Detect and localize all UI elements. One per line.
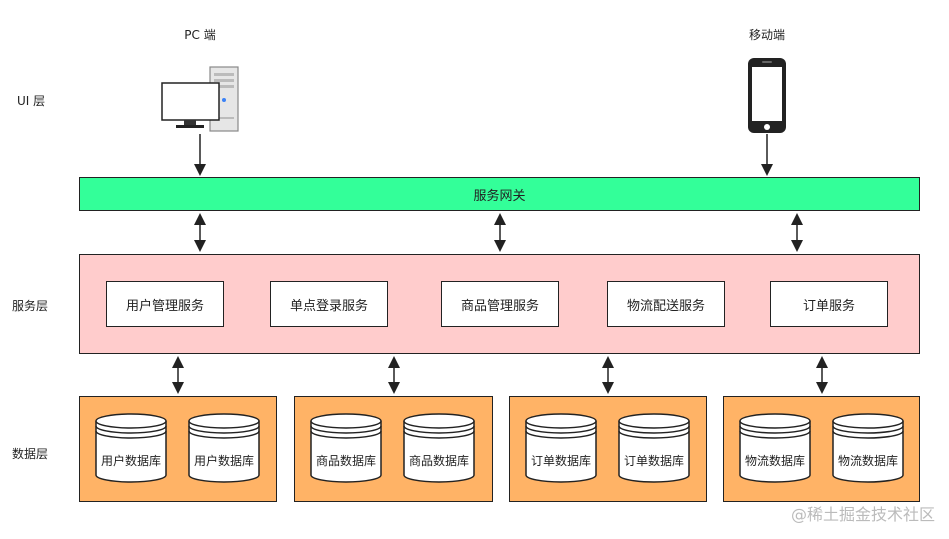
- pc-computer-icon: [160, 65, 242, 133]
- mobile-phone-icon: [746, 57, 788, 134]
- database-cylinder: 订单数据库: [525, 413, 597, 483]
- database-label: 商品数据库: [408, 454, 469, 468]
- database-label: 物流数据库: [744, 454, 805, 468]
- database-cylinder: 物流数据库: [739, 413, 811, 483]
- service-label: 订单服务: [802, 298, 855, 314]
- database-label: 商品数据库: [315, 454, 376, 468]
- service-gateway-label: 服务网关: [473, 188, 526, 204]
- database-label: 用户数据库: [100, 454, 161, 468]
- service-logistics: 物流配送服务: [607, 281, 725, 327]
- service-sso: 单点登录服务: [270, 281, 388, 327]
- pc-client-label: PC 端: [184, 28, 216, 42]
- database-label: 订单数据库: [623, 454, 684, 468]
- database-cylinder: 用户数据库: [188, 413, 260, 483]
- data-layer-label: 数据层: [12, 447, 49, 461]
- service-order: 订单服务: [770, 281, 888, 327]
- database-cylinder: 商品数据库: [310, 413, 382, 483]
- service-label: 商品管理服务: [460, 298, 539, 314]
- database-cylinder: 订单数据库: [618, 413, 690, 483]
- watermark: @稀土掘金技术社区: [790, 505, 935, 524]
- service-product-management: 商品管理服务: [441, 281, 559, 327]
- service-layer-label: 服务层: [12, 299, 49, 313]
- database-label: 物流数据库: [837, 454, 898, 468]
- database-label: 用户数据库: [193, 454, 254, 468]
- mobile-client-label: 移动端: [748, 28, 785, 42]
- database-label: 订单数据库: [530, 454, 591, 468]
- service-label: 单点登录服务: [289, 298, 368, 314]
- database-cylinder: 用户数据库: [95, 413, 167, 483]
- database-cylinder: 商品数据库: [403, 413, 475, 483]
- database-cylinder: 物流数据库: [832, 413, 904, 483]
- service-gateway: 服务网关: [79, 177, 920, 211]
- service-label: 用户管理服务: [125, 298, 204, 314]
- ui-layer-label: UI 层: [17, 94, 46, 108]
- service-label: 物流配送服务: [626, 298, 705, 314]
- service-user-management: 用户管理服务: [106, 281, 224, 327]
